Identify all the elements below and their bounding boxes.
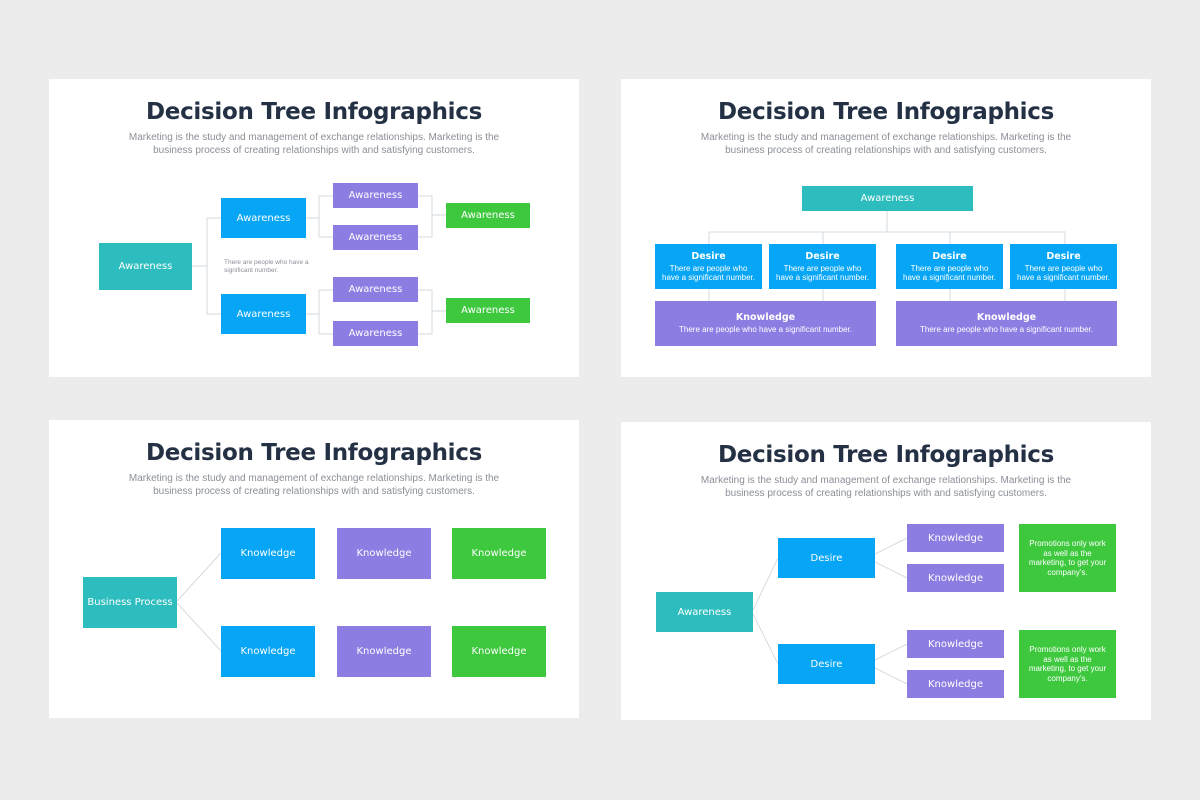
desire-node: Desire There are people who have a signi… <box>655 244 762 289</box>
knowledge-node: Knowledge <box>452 528 546 579</box>
desire-node: Desire There are people who have a signi… <box>896 244 1003 289</box>
knowledge-node: Knowledge <box>337 528 431 579</box>
level3-node: Awareness <box>446 203 530 228</box>
connector-lines <box>176 552 222 652</box>
connector-lines <box>192 195 446 335</box>
slide-subtitle: Marketing is the study and management of… <box>700 475 1072 499</box>
knowledge-node: Knowledge There are people who have a si… <box>896 301 1117 346</box>
knowledge-node: Knowledge <box>221 626 315 677</box>
desire-node: Desire <box>778 644 875 684</box>
knowledge-title: Knowledge <box>976 312 1037 324</box>
promo-node: Promotions only work as well as the mark… <box>1019 630 1116 698</box>
level1-node: Awareness <box>221 198 306 238</box>
level2-node: Awareness <box>333 321 418 346</box>
desire-title: Desire <box>691 250 726 262</box>
slide-title: Decision Tree Infographics <box>146 440 482 466</box>
node-note: There are people who have a significant … <box>224 259 309 274</box>
desire-desc: There are people who have a significant … <box>903 263 996 283</box>
knowledge-node: Knowledge <box>907 670 1004 698</box>
desire-title: Desire <box>1046 250 1081 262</box>
slide-2: Decision Tree Infographics Marketing is … <box>621 79 1151 377</box>
level2-node: Awareness <box>333 277 418 302</box>
root-node: Business Process <box>83 577 177 628</box>
desire-desc: There are people who have a significant … <box>662 263 755 283</box>
slide-1: Decision Tree Infographics Marketing is … <box>49 79 579 377</box>
level1-node: Awareness <box>221 294 306 334</box>
root-node: Awareness <box>802 186 973 211</box>
desire-desc: There are people who have a significant … <box>1017 263 1110 283</box>
desire-title: Desire <box>932 250 967 262</box>
desire-title: Desire <box>805 250 840 262</box>
desire-node: Desire <box>778 538 875 578</box>
slide-title: Decision Tree Infographics <box>718 99 1054 125</box>
connector-lines <box>708 211 1066 301</box>
knowledge-title: Knowledge <box>735 312 796 324</box>
knowledge-node: Knowledge <box>452 626 546 677</box>
level2-node: Awareness <box>333 183 418 208</box>
knowledge-desc: There are people who have a significant … <box>679 325 852 335</box>
slide-subtitle: Marketing is the study and management of… <box>128 132 500 156</box>
root-node: Awareness <box>99 243 192 290</box>
desire-node: Desire There are people who have a signi… <box>769 244 876 289</box>
knowledge-node: Knowledge <box>907 524 1004 552</box>
knowledge-node: Knowledge <box>907 564 1004 592</box>
connector-lines <box>752 537 908 685</box>
slide-subtitle: Marketing is the study and management of… <box>128 473 500 497</box>
desire-node: Desire There are people who have a signi… <box>1010 244 1117 289</box>
knowledge-node: Knowledge <box>337 626 431 677</box>
slide-3: Decision Tree Infographics Marketing is … <box>49 420 579 718</box>
level3-node: Awareness <box>446 298 530 323</box>
root-node: Awareness <box>656 592 753 632</box>
slide-4: Decision Tree Infographics Marketing is … <box>621 422 1151 720</box>
desire-desc: There are people who have a significant … <box>776 263 869 283</box>
knowledge-desc: There are people who have a significant … <box>920 325 1093 335</box>
knowledge-node: Knowledge There are people who have a si… <box>655 301 876 346</box>
slide-title: Decision Tree Infographics <box>146 99 482 125</box>
slide-title: Decision Tree Infographics <box>718 442 1054 468</box>
slide-subtitle: Marketing is the study and management of… <box>700 132 1072 156</box>
knowledge-node: Knowledge <box>907 630 1004 658</box>
knowledge-node: Knowledge <box>221 528 315 579</box>
promo-node: Promotions only work as well as the mark… <box>1019 524 1116 592</box>
level2-node: Awareness <box>333 225 418 250</box>
